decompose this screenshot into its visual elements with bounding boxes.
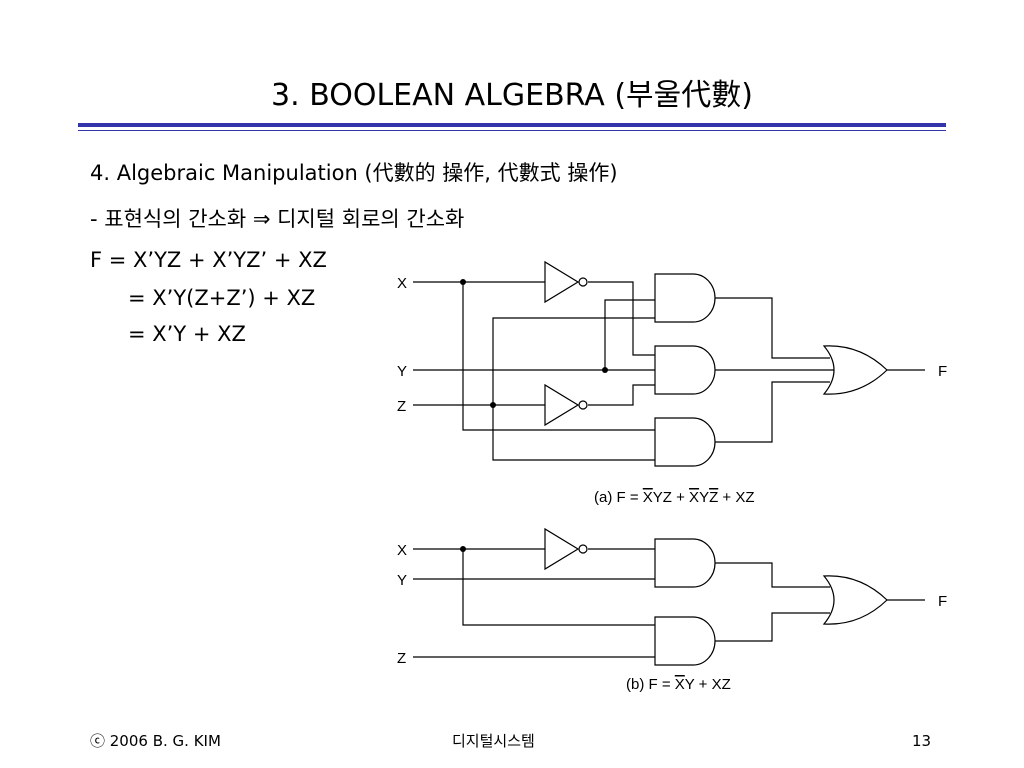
footer-course: 디지털시스템: [452, 732, 535, 750]
slide-title: 3. BOOLEAN ALGEBRA (부울代數): [271, 78, 753, 113]
caption-b: (b) F = XY + XZ: [626, 676, 731, 693]
not-gate-z: [544, 383, 580, 427]
caption-a: (a) F = XYZ + XYZ + XZ: [594, 489, 755, 506]
footer-page-number: 13: [912, 732, 932, 750]
and-gate-b2: [654, 616, 716, 666]
label-b-z: Z: [397, 650, 406, 667]
label-a-z: Z: [397, 398, 406, 415]
label-a-x: X: [397, 275, 407, 292]
and-gate-b1: [654, 538, 716, 588]
circuit-a: [413, 260, 925, 467]
not-gate-x: [544, 260, 580, 304]
label-b-x: X: [397, 542, 407, 559]
or-gate: [822, 345, 888, 395]
circuit-b: [413, 527, 925, 666]
and-gate-3: [654, 417, 716, 467]
equation-2: = X’Y(Z+Z’) + XZ: [128, 286, 316, 310]
label-b-y: Y: [397, 572, 407, 589]
title-divider-thick: [78, 123, 946, 127]
and-gate-2: [654, 345, 716, 395]
bullet-text: - 표현식의 간소화 ⇒ 디지털 회로의 간소화: [90, 207, 465, 231]
label-a-y: Y: [397, 363, 407, 380]
footer-copyright: ⓒ 2006 B. G. KIM: [90, 732, 221, 750]
label-b-f: F: [938, 593, 947, 610]
or-gate-b: [822, 575, 888, 625]
not-gate-x-b: [544, 527, 580, 571]
equation-1: F = X’YZ + X’YZ’ + XZ: [90, 248, 327, 272]
label-a-f: F: [938, 363, 947, 380]
subtitle: 4. Algebraic Manipulation (代數的 操作, 代數式 操…: [90, 161, 618, 185]
title-divider-thin: [78, 130, 946, 131]
and-gate-1: [654, 273, 716, 323]
equation-3: = X’Y + XZ: [128, 322, 246, 346]
